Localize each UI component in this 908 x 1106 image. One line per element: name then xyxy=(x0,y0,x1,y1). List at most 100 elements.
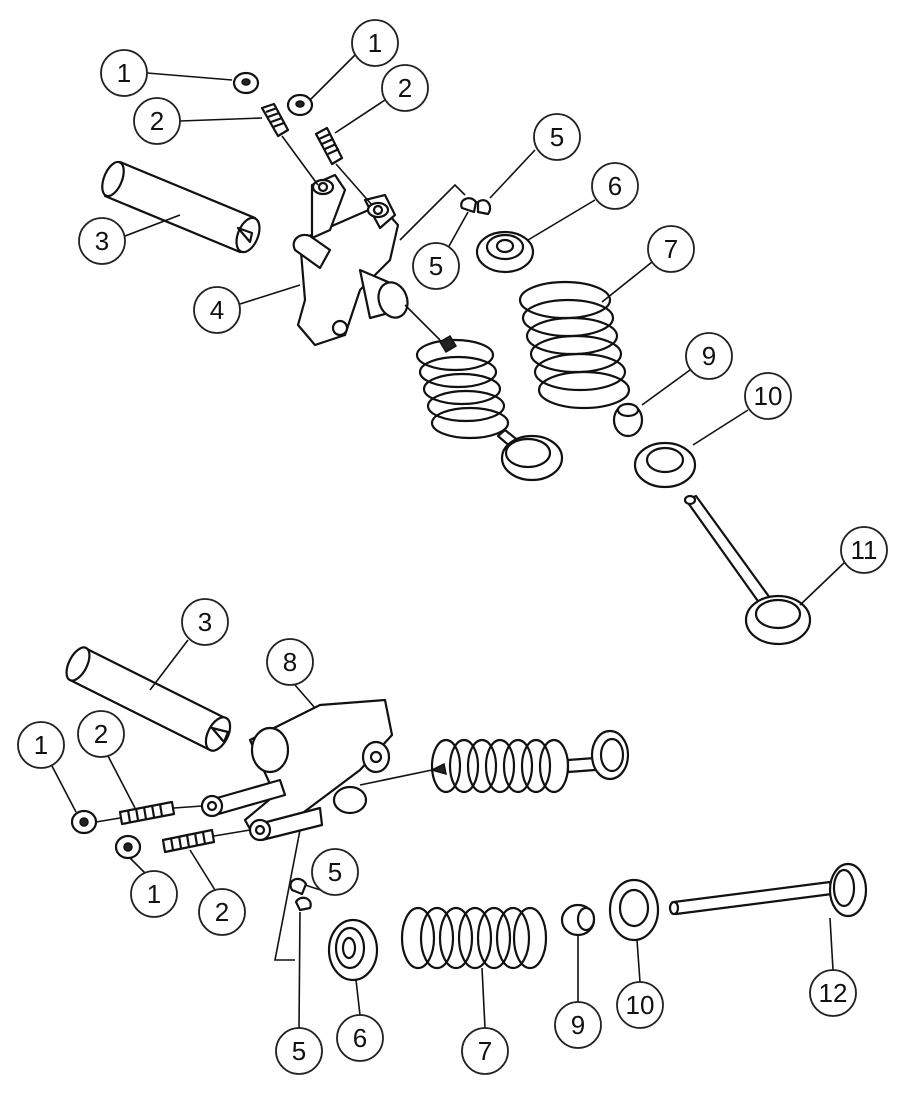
spring-seat-upper xyxy=(633,441,697,489)
callout-9: 9 xyxy=(685,332,733,380)
callout-1: 1 xyxy=(17,721,65,769)
assembly-line-lower-1 xyxy=(95,817,121,823)
svg-text:7: 7 xyxy=(664,234,678,264)
adjusting-screw-upper-left xyxy=(260,102,290,138)
callout-1: 1 xyxy=(351,19,399,67)
adjusting-screw-upper-right xyxy=(314,126,344,166)
svg-text:6: 6 xyxy=(353,1023,367,1053)
callout-2: 2 xyxy=(133,97,181,145)
callout-10: 10 xyxy=(744,372,792,420)
callout-2: 2 xyxy=(198,888,246,936)
callout-4: 4 xyxy=(193,286,241,334)
assembled-valve-upper xyxy=(404,304,564,482)
leader-line xyxy=(601,261,653,303)
svg-text:2: 2 xyxy=(215,897,229,927)
leader-line xyxy=(189,849,216,891)
leader-line xyxy=(489,149,536,199)
callout-2: 2 xyxy=(381,64,429,112)
callout-5: 5 xyxy=(412,242,460,290)
svg-text:11: 11 xyxy=(851,535,878,565)
svg-text:12: 12 xyxy=(819,978,848,1008)
nut-upper-right xyxy=(286,93,314,117)
callout-5: 5 xyxy=(311,848,359,896)
callouts: 1 1 2 2 3 4 5 5 6 7 9 10 11 3 8 1 2 xyxy=(17,19,888,1075)
rocker-arm-upper xyxy=(292,173,409,347)
leader-line xyxy=(309,54,356,101)
callout-5: 5 xyxy=(275,1027,323,1075)
nut-upper-left xyxy=(232,71,260,95)
callout-9: 9 xyxy=(554,1001,602,1049)
svg-text:2: 2 xyxy=(94,719,108,749)
assembly-line-upper-1 xyxy=(281,135,319,186)
svg-text:1: 1 xyxy=(147,879,161,909)
leader-line xyxy=(146,72,233,81)
leader-line xyxy=(51,765,77,813)
svg-text:5: 5 xyxy=(550,122,564,152)
callout-7: 7 xyxy=(647,225,695,273)
nut-lower-lower xyxy=(114,834,142,860)
callout-1: 1 xyxy=(130,870,178,918)
assembly-line-upper-2 xyxy=(335,163,373,206)
leader-line xyxy=(294,684,316,709)
svg-text:10: 10 xyxy=(626,990,655,1020)
leader-line xyxy=(334,99,386,134)
valve-stem-seal-lower xyxy=(560,903,596,937)
leader-line xyxy=(149,639,189,691)
valve-lower-12 xyxy=(668,862,868,918)
leader-line xyxy=(799,561,846,606)
assembly-line-lower-3 xyxy=(213,829,251,837)
assembly-line-lower-2 xyxy=(173,805,203,809)
leader-line xyxy=(179,117,263,122)
svg-text:5: 5 xyxy=(292,1036,306,1066)
callout-6: 6 xyxy=(591,162,639,210)
adjusting-screw-lower-lower xyxy=(161,828,216,854)
callout-5: 5 xyxy=(533,113,581,161)
callout-3: 3 xyxy=(181,598,229,646)
rocker-shaft-upper xyxy=(101,160,261,254)
valve-spring-lower-7 xyxy=(400,906,548,970)
callout-1: 1 xyxy=(100,49,148,97)
valve-spring-upper-7 xyxy=(518,280,631,410)
leader-line xyxy=(447,211,469,249)
svg-text:5: 5 xyxy=(328,857,342,887)
spring-retainer-lower xyxy=(327,918,379,982)
svg-text:9: 9 xyxy=(571,1010,585,1040)
valve-stem-seal-upper xyxy=(612,402,644,438)
valve-keeper-upper xyxy=(460,197,492,216)
spring-retainer-upper xyxy=(475,230,535,274)
keeper-assembly-line-lower xyxy=(274,829,301,961)
callout-3: 3 xyxy=(78,217,126,265)
rocker-shaft-lower xyxy=(65,646,232,752)
leader-line xyxy=(692,409,749,446)
valve-upper-11 xyxy=(683,494,812,646)
adjusting-screw-lower-upper xyxy=(118,800,176,826)
upper-assembly xyxy=(101,71,812,646)
svg-text:4: 4 xyxy=(210,295,224,325)
svg-text:5: 5 xyxy=(429,251,443,281)
leader-line xyxy=(239,284,301,305)
svg-text:2: 2 xyxy=(398,73,412,103)
callout-7: 7 xyxy=(461,1027,509,1075)
leader-line xyxy=(636,939,641,983)
callout-2: 2 xyxy=(77,710,125,758)
svg-text:2: 2 xyxy=(150,106,164,136)
callout-10: 10 xyxy=(616,981,664,1029)
svg-text:7: 7 xyxy=(478,1036,492,1066)
leader-line xyxy=(355,979,361,1016)
nut-lower-upper xyxy=(70,809,98,835)
svg-text:1: 1 xyxy=(368,28,382,58)
leader-line xyxy=(527,199,596,241)
valve-keeper-lower xyxy=(289,877,312,912)
leader-line xyxy=(641,369,691,406)
callout-11: 11 xyxy=(840,526,888,574)
svg-text:6: 6 xyxy=(608,171,622,201)
svg-text:1: 1 xyxy=(117,58,131,88)
keeper-assembly-line-upper xyxy=(399,183,466,241)
svg-text:9: 9 xyxy=(702,341,716,371)
svg-text:3: 3 xyxy=(95,226,109,256)
leader-line xyxy=(481,967,486,1029)
callout-6: 6 xyxy=(336,1014,384,1062)
svg-text:8: 8 xyxy=(283,647,297,677)
svg-text:3: 3 xyxy=(198,607,212,637)
